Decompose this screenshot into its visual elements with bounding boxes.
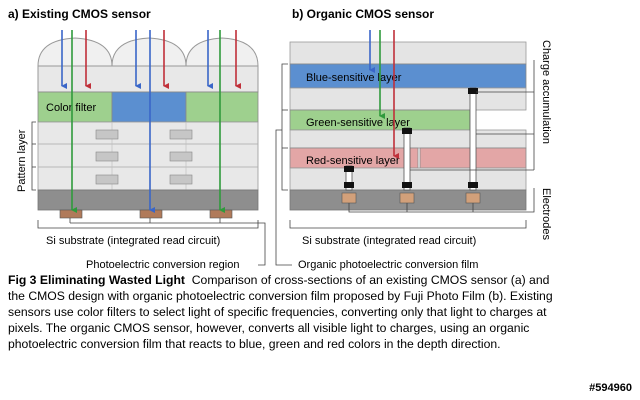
insulator-1 <box>289 87 527 111</box>
top-layer-b <box>289 41 527 65</box>
electrode-3 <box>465 192 481 204</box>
photodiode-2 <box>139 209 163 219</box>
watermark: #594960 <box>589 382 632 394</box>
microlens-3 <box>185 37 259 67</box>
microlens-1 <box>37 37 113 67</box>
panel-a-title: a) Existing CMOS sensor <box>8 7 151 21</box>
electrode-leaders <box>348 188 535 213</box>
lens-base-layer <box>37 65 259 93</box>
substrate-label-a: Si substrate (integrated read circuit) <box>46 235 220 247</box>
photodiode-1 <box>59 209 83 219</box>
substrate-label-b: Si substrate (integrated read circuit) <box>302 235 476 247</box>
charge-accumulation-label: Charge accumulation <box>540 40 552 144</box>
color-filter-green-2 <box>185 91 259 123</box>
electrode-2 <box>399 192 415 204</box>
substrate-bracket-b <box>289 220 527 229</box>
film-leader <box>275 129 292 266</box>
panel-b-title: b) Organic CMOS sensor <box>292 7 434 21</box>
charge-contacts <box>344 88 478 188</box>
region-leader <box>69 218 266 266</box>
substrate-bracket-a <box>37 220 259 229</box>
light-arrows-a <box>61 30 241 213</box>
pattern-layer-label: Pattern layer <box>16 129 28 192</box>
blue-layer-label: Blue-sensitive layer <box>306 72 402 84</box>
microlenses <box>37 37 259 67</box>
region-label: Photoelectric conversion region <box>86 259 239 271</box>
red-layer-label: Red-sensitive layer <box>306 155 400 167</box>
electrodes-label: Electrodes <box>540 188 552 240</box>
microlens-2 <box>111 37 187 67</box>
film-label: Organic photoelectric conversion film <box>298 259 478 271</box>
green-layer-label: Green-sensitive layer <box>306 117 410 129</box>
figure-caption: Fig 3 Eliminating Wasted Light Compariso… <box>8 272 568 352</box>
pattern-layers <box>37 121 259 191</box>
film-bracket <box>281 63 288 191</box>
electrode-1 <box>341 192 357 204</box>
charge-leaders <box>410 60 535 171</box>
panel-b: b) Organic CMOS sensor Blue-sensitive la… <box>275 7 552 271</box>
photodiode-3 <box>209 209 233 219</box>
panel-a: a) Existing CMOS sensor Color filter <box>8 7 266 271</box>
caption-body: Comparison of cross-sections of an exist… <box>8 273 553 351</box>
si-substrate-a <box>37 189 259 211</box>
caption-heading: Fig 3 Eliminating Wasted Light <box>8 273 185 287</box>
color-filter-blue <box>111 91 187 123</box>
light-arrows-b <box>369 30 399 159</box>
blue-sensitive-layer <box>289 63 527 89</box>
pattern-bracket <box>31 121 36 191</box>
